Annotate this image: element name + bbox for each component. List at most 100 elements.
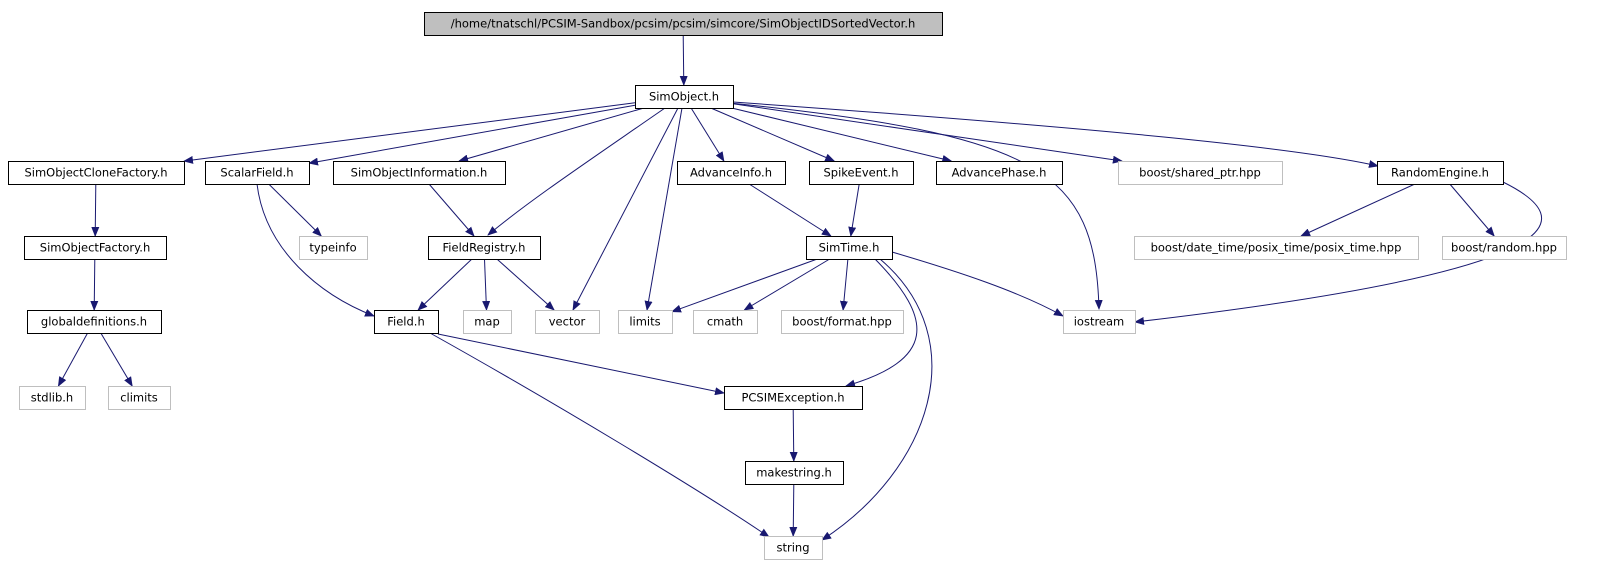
node-label: stdlib.h bbox=[31, 391, 73, 405]
node-spikeevent[interactable]: SpikeEvent.h bbox=[809, 161, 914, 185]
node-root[interactable]: /home/tnatschl/PCSIM-Sandbox/pcsim/pcsim… bbox=[424, 12, 943, 36]
node-globaldefs[interactable]: globaldefinitions.h bbox=[27, 310, 162, 334]
node-box bbox=[1377, 161, 1504, 185]
node-box bbox=[1442, 236, 1567, 260]
node-box bbox=[24, 236, 167, 260]
node-label: RandomEngine.h bbox=[1391, 166, 1489, 180]
node-label: typeinfo bbox=[309, 241, 356, 255]
node-advanceinfo[interactable]: AdvanceInfo.h bbox=[677, 161, 786, 185]
node-string: string bbox=[764, 536, 823, 560]
node-field[interactable]: Field.h bbox=[374, 310, 439, 334]
node-label: SimObjectFactory.h bbox=[40, 241, 150, 255]
node-box bbox=[535, 310, 600, 334]
node-objfactory[interactable]: SimObjectFactory.h bbox=[24, 236, 167, 260]
node-limits: limits bbox=[618, 310, 673, 334]
edge-fieldregistry-to-field bbox=[417, 258, 473, 311]
node-label: climits bbox=[120, 391, 158, 405]
edge-simtime-to-limits bbox=[671, 258, 818, 313]
edge-field-to-string bbox=[429, 332, 770, 538]
node-label: map bbox=[474, 315, 500, 329]
node-label: boost/shared_ptr.hpp bbox=[1139, 166, 1261, 180]
node-scalarfield[interactable]: ScalarField.h bbox=[205, 161, 310, 185]
edge-simobject-to-fieldregistry bbox=[487, 107, 666, 236]
node-iostream: iostream bbox=[1063, 310, 1136, 334]
node-box bbox=[764, 536, 823, 560]
node-randomengine[interactable]: RandomEngine.h bbox=[1377, 161, 1504, 185]
node-clonefactory[interactable]: SimObjectCloneFactory.h bbox=[8, 161, 185, 185]
edge-simobject-to-sharedptr bbox=[732, 103, 1123, 164]
edge-simtime-to-boostformat bbox=[839, 258, 849, 311]
edge-globaldefs-to-climits bbox=[100, 332, 133, 387]
node-box bbox=[806, 236, 893, 260]
edge-simobject-to-randomengine bbox=[732, 101, 1379, 168]
node-simobject[interactable]: SimObject.h bbox=[635, 85, 734, 109]
node-vector: vector bbox=[535, 310, 600, 334]
node-label: SimObject.h bbox=[649, 90, 719, 104]
edge-simobject-to-spikeevent bbox=[710, 107, 836, 162]
node-box bbox=[781, 310, 904, 334]
node-makestring[interactable]: makestring.h bbox=[745, 461, 844, 485]
node-label: SimTime.h bbox=[819, 241, 880, 255]
node-label: AdvancePhase.h bbox=[952, 166, 1047, 180]
node-box bbox=[108, 386, 171, 410]
node-fieldregistry[interactable]: FieldRegistry.h bbox=[428, 236, 541, 260]
edge-simobject-to-siminfo bbox=[458, 107, 645, 163]
node-box bbox=[8, 161, 185, 185]
node-label: ScalarField.h bbox=[220, 166, 293, 180]
node-box bbox=[1118, 161, 1283, 185]
node-label: cmath bbox=[707, 315, 743, 329]
edge-siminfo-to-fieldregistry bbox=[428, 183, 475, 237]
edge-objfactory-to-globaldefs bbox=[90, 258, 99, 311]
node-label: boost/format.hpp bbox=[792, 315, 892, 329]
edge-randomengine-to-boostrandom bbox=[1449, 183, 1495, 237]
node-box bbox=[724, 386, 863, 410]
edge-fieldregistry-to-map bbox=[482, 258, 491, 311]
node-label: FieldRegistry.h bbox=[443, 241, 526, 255]
node-typeinfo: typeinfo bbox=[299, 236, 368, 260]
edge-simobject-to-iostream bbox=[729, 102, 1103, 310]
node-posixtime: boost/date_time/posix_time/posix_time.hp… bbox=[1134, 236, 1419, 260]
node-box bbox=[635, 85, 734, 109]
node-stdlib: stdlib.h bbox=[19, 386, 86, 410]
node-box bbox=[618, 310, 673, 334]
node-box bbox=[424, 12, 943, 36]
node-label: /home/tnatschl/PCSIM-Sandbox/pcsim/pcsim… bbox=[451, 17, 916, 31]
node-label: SimObjectCloneFactory.h bbox=[24, 166, 167, 180]
node-label: limits bbox=[629, 315, 660, 329]
node-box bbox=[299, 236, 368, 260]
node-label: string bbox=[776, 541, 809, 555]
node-box bbox=[205, 161, 310, 185]
edge-advanceinfo-to-simtime bbox=[748, 183, 832, 237]
node-advancephase[interactable]: AdvancePhase.h bbox=[936, 161, 1063, 185]
node-box bbox=[677, 161, 786, 185]
node-box bbox=[693, 310, 758, 334]
node-pcsimexception[interactable]: PCSIMException.h bbox=[724, 386, 863, 410]
node-climits: climits bbox=[108, 386, 171, 410]
edge-simobject-to-scalarfield bbox=[308, 104, 636, 166]
edge-simtime-to-iostream bbox=[891, 251, 1064, 317]
edge-simobject-to-vector bbox=[572, 107, 679, 311]
node-box bbox=[745, 461, 844, 485]
node-boostformat: boost/format.hpp bbox=[781, 310, 904, 334]
node-siminfo[interactable]: SimObjectInformation.h bbox=[333, 161, 506, 185]
node-label: iostream bbox=[1074, 315, 1125, 329]
node-box bbox=[1063, 310, 1136, 334]
node-box bbox=[19, 386, 86, 410]
edge-globaldefs-to-stdlib bbox=[57, 332, 89, 387]
node-box bbox=[27, 310, 162, 334]
edge-scalarfield-to-field bbox=[256, 183, 375, 317]
node-map: map bbox=[463, 310, 512, 334]
node-box bbox=[1134, 236, 1419, 260]
node-label: PCSIMException.h bbox=[741, 391, 844, 405]
node-label: SpikeEvent.h bbox=[823, 166, 898, 180]
edge-makestring-to-string bbox=[789, 483, 798, 537]
edge-randomengine-to-posixtime bbox=[1300, 183, 1416, 237]
edge-field-to-pcsimexception bbox=[437, 333, 725, 396]
node-label: AdvanceInfo.h bbox=[690, 166, 772, 180]
edge-scalarfield-to-typeinfo bbox=[268, 183, 323, 237]
node-label: SimObjectInformation.h bbox=[351, 166, 488, 180]
node-label: makestring.h bbox=[756, 466, 832, 480]
node-simtime[interactable]: SimTime.h bbox=[806, 236, 893, 260]
node-box bbox=[936, 161, 1063, 185]
edges-layer bbox=[57, 34, 1542, 541]
